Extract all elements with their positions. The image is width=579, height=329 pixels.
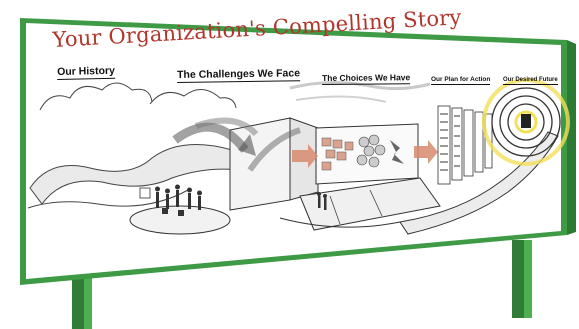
desired-future-glow xyxy=(482,78,570,166)
section-header-plan: Our Plan for Action xyxy=(431,76,491,85)
section-header-history: Our History xyxy=(57,64,116,80)
choices-panel xyxy=(299,123,441,231)
section-header-challenges: The Challenges We Face xyxy=(177,67,301,83)
forward-arrows xyxy=(292,140,438,168)
section-header-choices: The Choices We Have xyxy=(322,72,411,85)
billboard-posts xyxy=(72,240,532,329)
section-header-future: Our Desired Future xyxy=(503,77,558,85)
people-platform xyxy=(129,184,231,235)
clouds xyxy=(39,80,431,111)
